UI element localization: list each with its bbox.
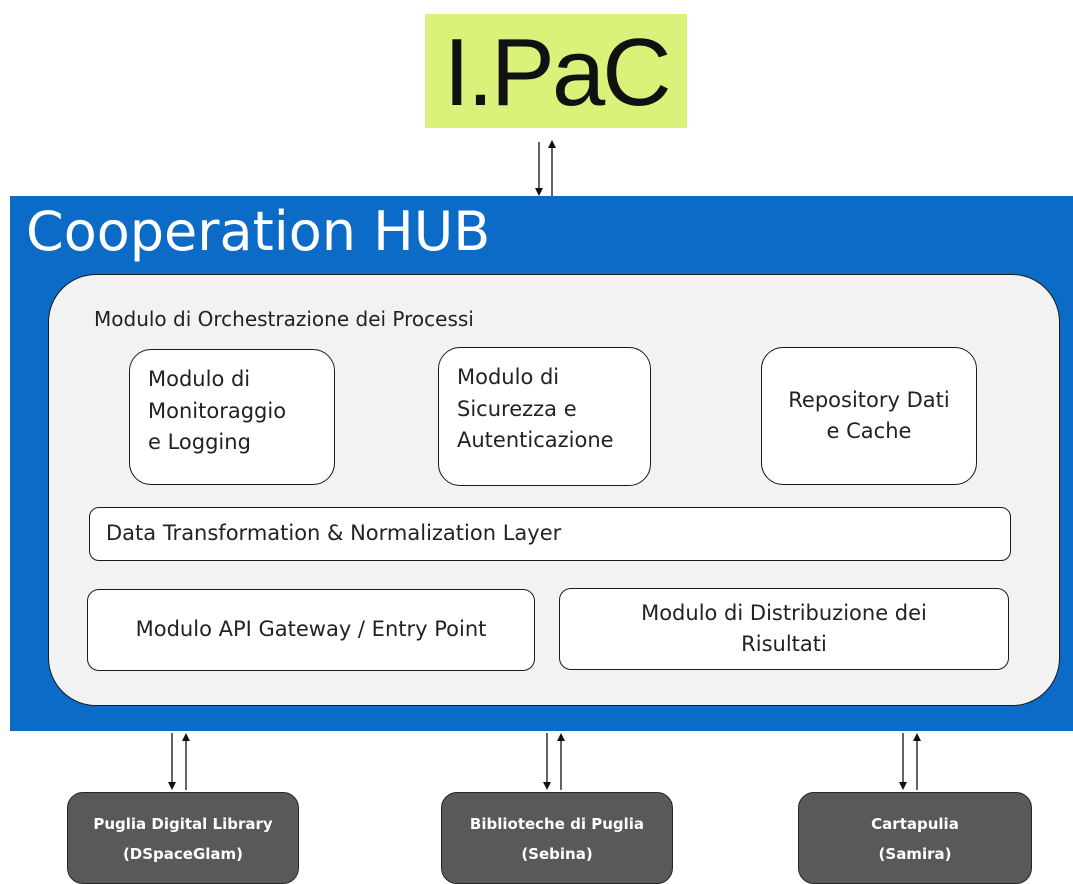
ipac-logo: I.PaC — [425, 14, 687, 128]
logo-text: I.PaC — [443, 19, 671, 126]
distribution-module-line-1: Modulo di Distribuzione dei — [641, 600, 927, 625]
source-name: Cartapulia — [871, 815, 959, 833]
repository-cache-module: Repository Dati e Cache — [761, 347, 977, 485]
arrow-pair-hub-biblioteche — [543, 733, 565, 790]
source-platform: (DSpaceGlam) — [122, 845, 244, 863]
arrow-pair-hub-pdl — [168, 733, 190, 790]
transformation-layer-label: Data Transformation & Normalization Laye… — [106, 521, 562, 546]
arrow-pair-logo-hub — [535, 140, 556, 196]
source-cartapulia: Cartapulia (Samira) — [798, 792, 1032, 884]
api-gateway-module: Modulo API Gateway / Entry Point — [87, 589, 535, 671]
monitoring-module-line-1: Modulo di — [148, 367, 251, 391]
results-distribution-module: Modulo di Distribuzione dei Risultati — [559, 588, 1009, 670]
distribution-module-line-2: Risultati — [741, 632, 827, 656]
api-gateway-label: Modulo API Gateway / Entry Point — [135, 617, 487, 642]
security-module-line-1: Modulo di — [457, 365, 560, 389]
source-name: Biblioteche di Puglia — [469, 815, 645, 833]
source-platform: (Sebina) — [521, 845, 593, 863]
data-transformation-layer: Data Transformation & Normalization Laye… — [89, 507, 1011, 561]
monitoring-module-line-3: e Logging — [148, 430, 251, 454]
source-name: Puglia Digital Library — [93, 815, 273, 833]
security-authentication-module: Modulo di Sicurezza e Autenticazione — [438, 347, 651, 486]
repository-module-line-1: Repository Dati — [788, 387, 950, 412]
source-platform: (Samira) — [878, 845, 952, 863]
arrow-pair-hub-cartapulia — [899, 733, 921, 790]
source-puglia-digital-library: Puglia Digital Library (DSpaceGlam) — [67, 792, 299, 884]
monitoring-logging-module: Modulo di Monitoraggio e Logging — [129, 349, 335, 485]
security-module-line-2: Sicurezza e — [457, 396, 577, 421]
orchestration-module-label: Modulo di Orchestrazione dei Processi — [94, 307, 474, 331]
orchestration-module: Modulo di Orchestrazione dei Processi Mo… — [48, 274, 1060, 706]
hub-title: Cooperation HUB — [26, 200, 491, 263]
source-biblioteche-di-puglia: Biblioteche di Puglia (Sebina) — [441, 792, 673, 884]
security-module-line-3: Autenticazione — [457, 428, 614, 452]
cooperation-hub: Cooperation HUB Modulo di Orchestrazione… — [10, 196, 1073, 731]
repository-module-line-2: e Cache — [826, 419, 912, 443]
monitoring-module-line-2: Monitoraggio — [148, 398, 287, 423]
